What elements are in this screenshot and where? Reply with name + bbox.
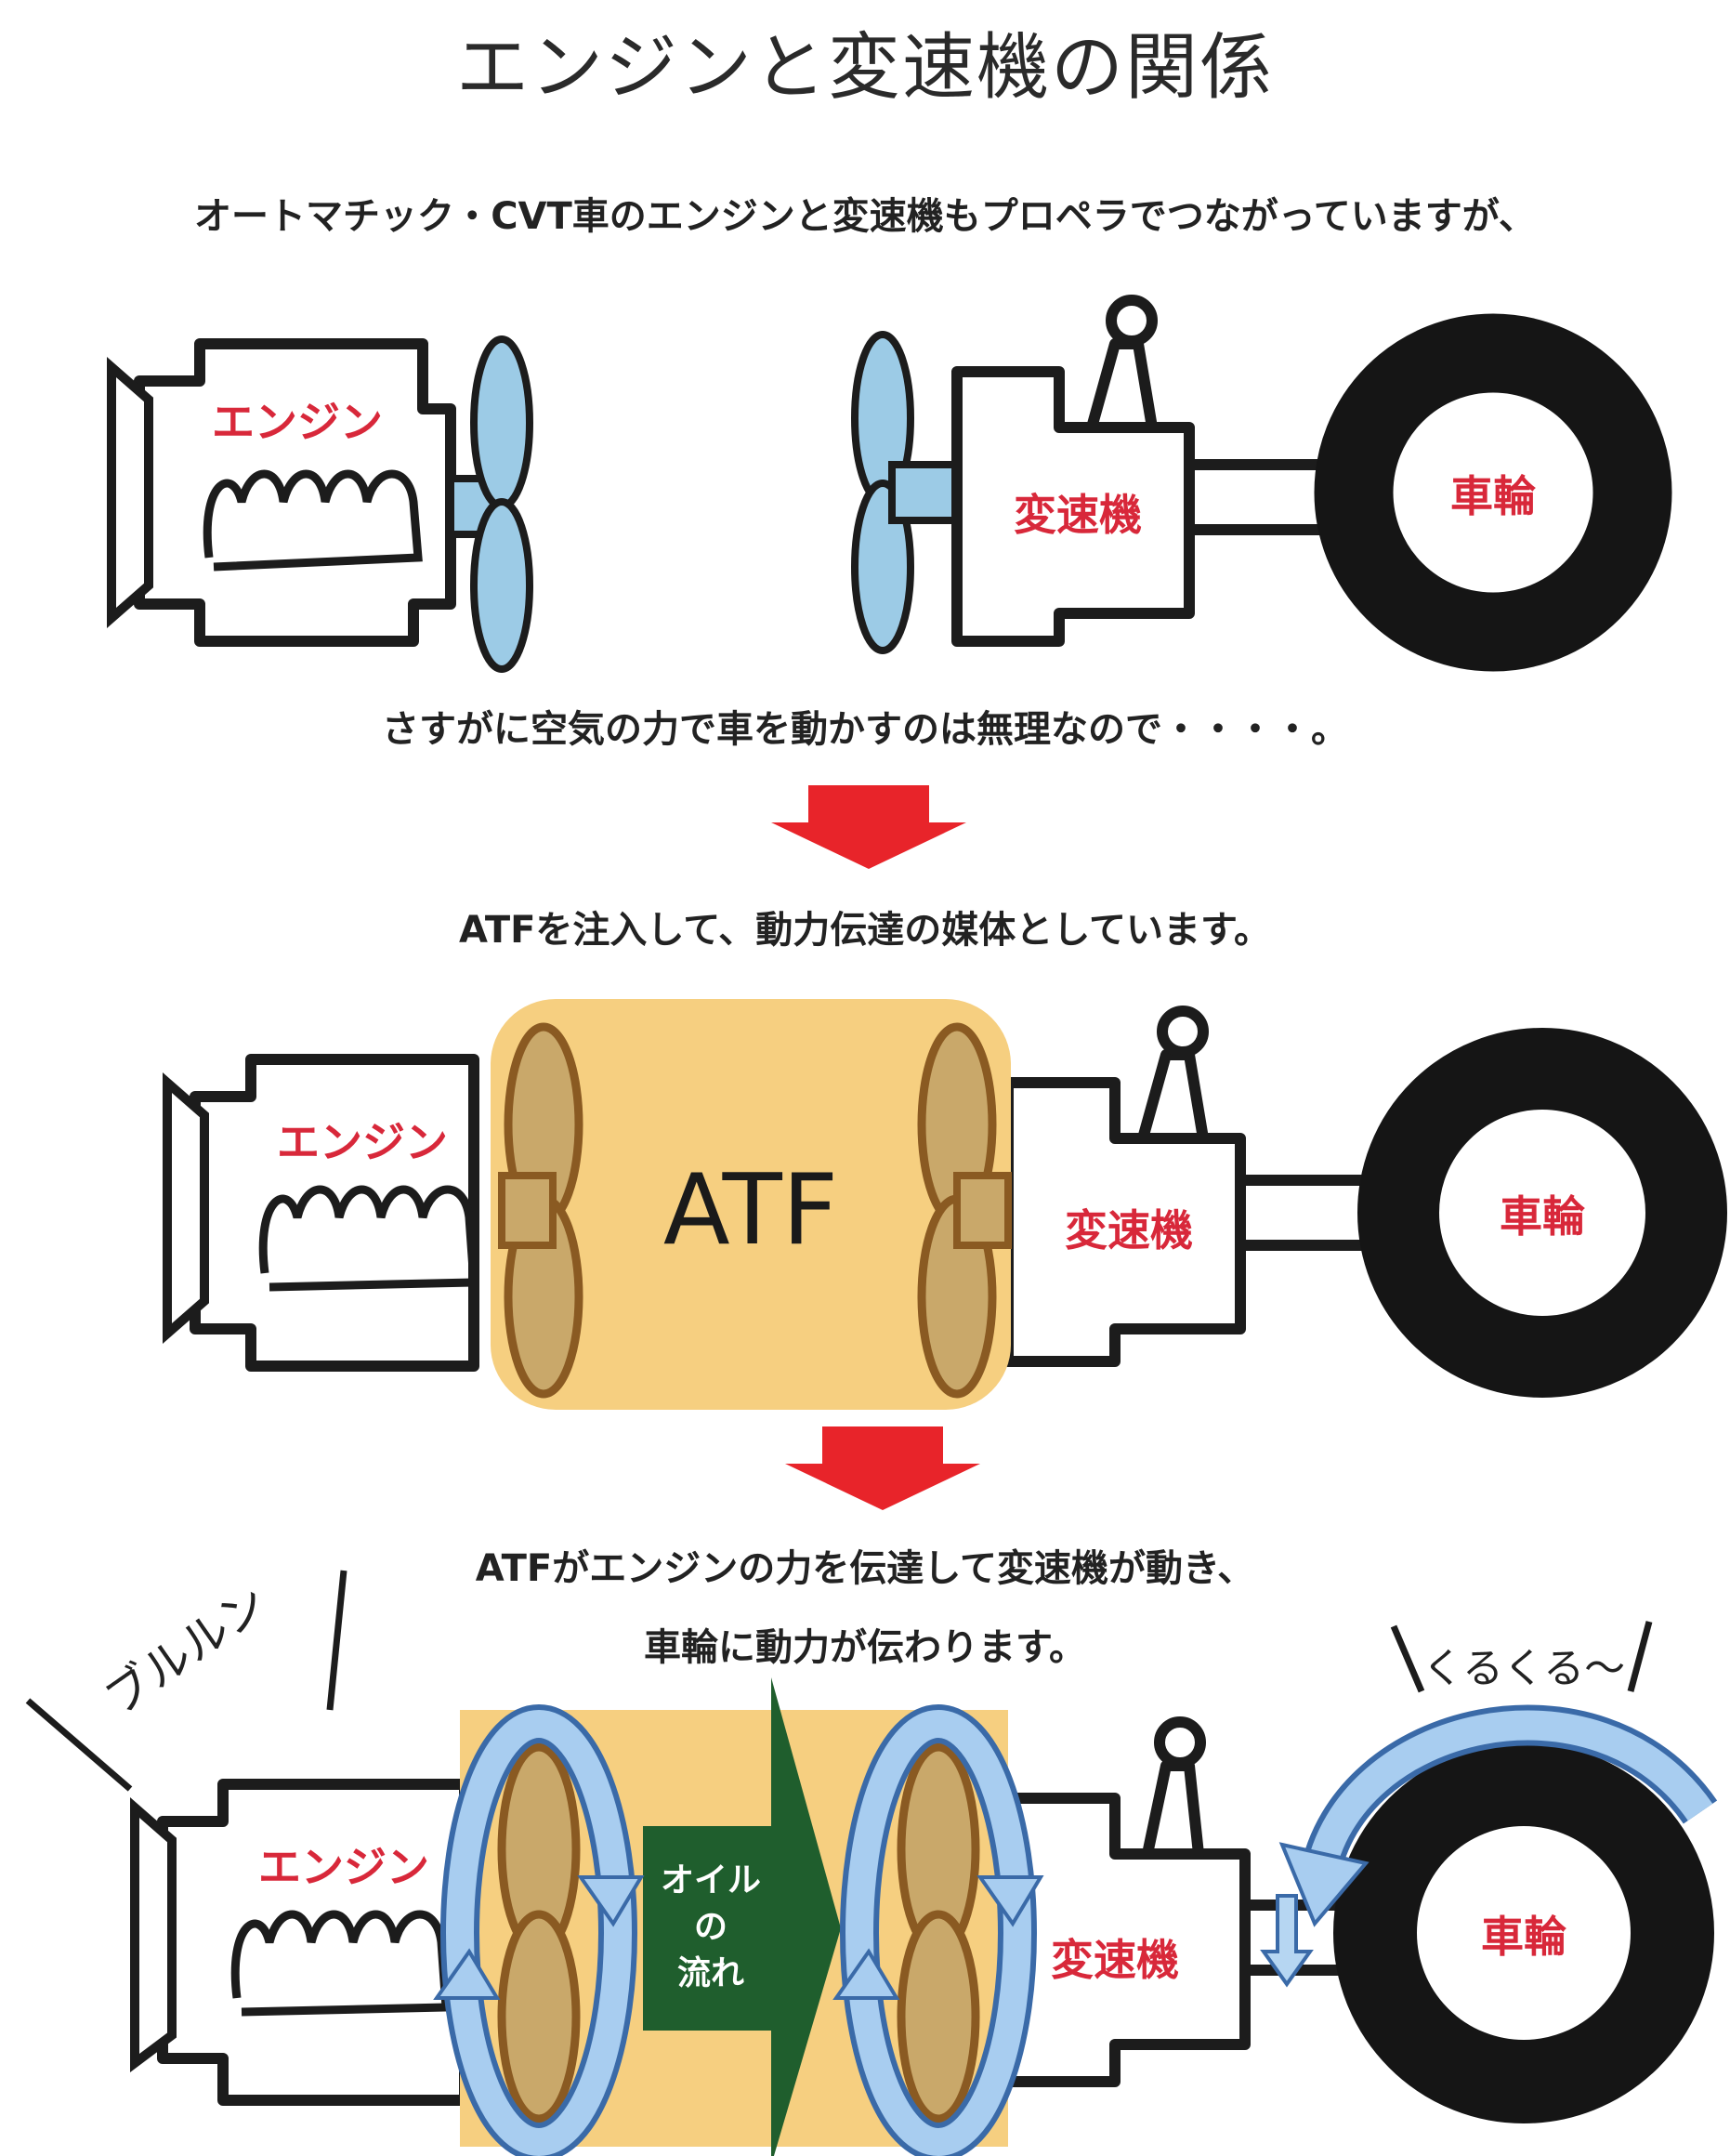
propeller-blade [897, 1910, 980, 2123]
transmission-label: 変速機 [1051, 1935, 1179, 1985]
wheel-label: 車輪 [1481, 1912, 1566, 1962]
transmission-row1: 変速機 [851, 295, 1343, 654]
wheel-row1: 車輪 [1314, 313, 1672, 672]
engine-row2: エンジン [163, 1054, 479, 1372]
engine-sound-text: ブルルン [95, 1575, 277, 1726]
oil-flow-arrow-icon [643, 1677, 841, 2156]
down-arrow-icon [771, 785, 966, 869]
atf-label: ATF [663, 1153, 838, 1267]
oil-flow-label: オイル [661, 1861, 761, 1900]
wheel-sound-text: くるくる～ [1422, 1645, 1625, 1692]
down-arrow-icon [1260, 1894, 1314, 1988]
arrowhead-icon [976, 1875, 1044, 1927]
engine-label: エンジン [258, 1842, 429, 1892]
oil-flow-label: 流れ [677, 1954, 744, 1992]
rotation-arrow-icon [440, 1704, 1037, 2156]
propeller-blade [497, 1910, 581, 2123]
transmission-label: 変速機 [1065, 1205, 1193, 1255]
propeller-blade [470, 335, 533, 510]
caption-result-2: 車輪に動力が伝わります。 [644, 1626, 1086, 1669]
caption-air: さすがに空気の力で車を動かすのは無理なので・・・・。 [382, 708, 1348, 751]
engine-row3: エンジン [130, 1779, 470, 2106]
engine-label: エンジン [277, 1117, 448, 1167]
arrowhead-icon [1278, 1842, 1370, 1927]
arrowhead-icon [832, 1948, 900, 2000]
arrowhead-icon [433, 1948, 501, 2000]
transmission-row2: 変速機 [1003, 1006, 1399, 1367]
atf-chamber: ATF [491, 999, 1012, 1410]
down-arrow-icon [785, 1426, 980, 1510]
engine-label: エンジン [212, 397, 383, 447]
propeller-blade [470, 498, 533, 673]
wheel-row3: 車輪 [1278, 1704, 1718, 2123]
caption-atf-inject: ATFを注入して、動力伝達の媒体としています。 [458, 909, 1272, 952]
propeller-blade [851, 480, 914, 654]
oil-flow-label: の [694, 1908, 727, 1946]
arrowhead-icon [577, 1875, 645, 1927]
atf-chamber-flow: オイル の 流れ [433, 1677, 1044, 2156]
transmission-label: 変速機 [1014, 490, 1142, 540]
wheel-label: 車輪 [1500, 1191, 1585, 1242]
engine-row1: エンジン [107, 335, 533, 673]
caption-result-1: ATFがエンジンの力を伝達して変速機が動き、 [475, 1547, 1255, 1590]
wheel-label: 車輪 [1450, 471, 1536, 521]
wheel-row2: 車輪 [1357, 1028, 1727, 1398]
page-title: エンジンと変速機の関係 [455, 26, 1274, 110]
wheel-rotation-arrow-icon [1304, 1710, 1713, 1881]
caption-intro: オートマチック・CVT車のエンジンと変速機もプロペラでつながっていますが、 [194, 195, 1536, 238]
